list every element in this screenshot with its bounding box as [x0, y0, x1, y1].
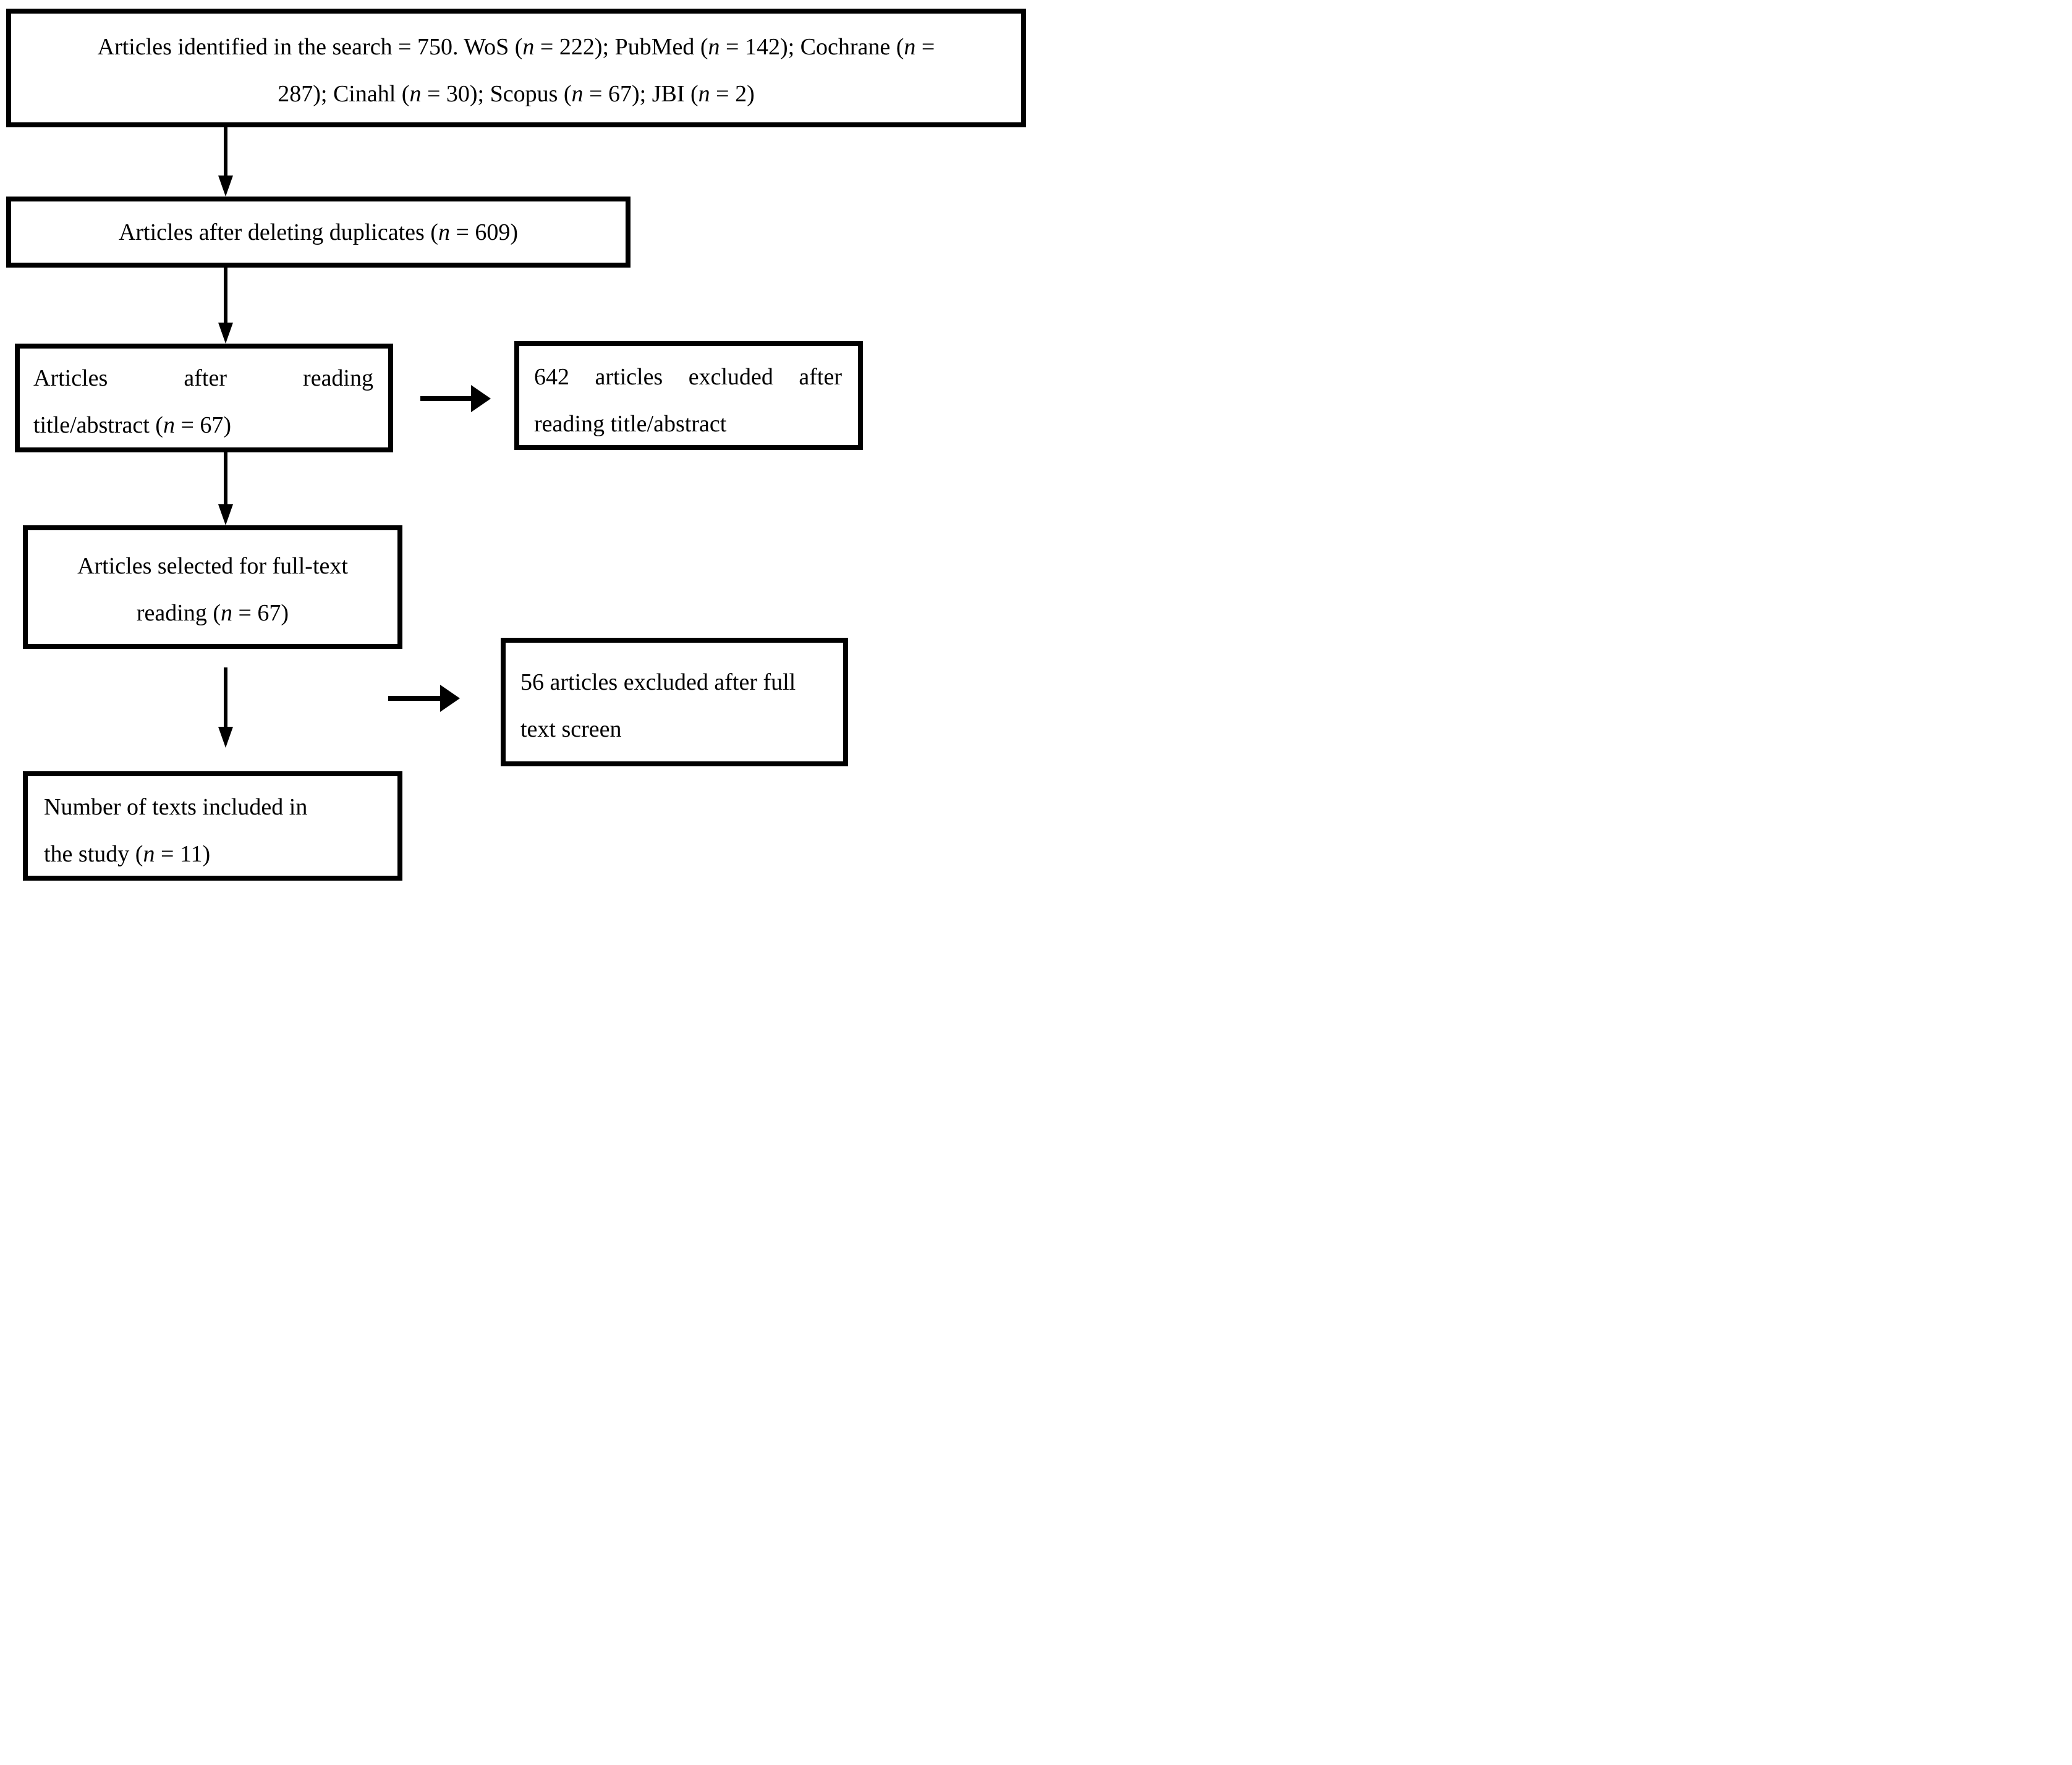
arrow-stem: [224, 452, 227, 504]
box-excluded-full-text: 56 articles excluded after full text scr…: [501, 638, 848, 766]
box-excluded-title-abstract: 642 articles excluded after reading titl…: [514, 341, 863, 450]
arrow-down-icon: [218, 323, 233, 344]
arrow-right-icon: [471, 385, 491, 412]
arrow-down-full-text-to-included: [218, 667, 233, 748]
box-articles-title-abstract: Articles after reading title/abstract (n…: [15, 344, 393, 452]
box-line: text screen: [520, 716, 622, 742]
arrow-stem: [224, 127, 227, 176]
arrow-stem: [224, 667, 227, 727]
box-line: 287); Cinahl (n = 30); Scopus (n = 67); …: [278, 81, 755, 107]
arrow-down-icon: [218, 727, 233, 748]
arrow-down-icon: [218, 504, 233, 525]
prisma-flow-diagram: Articles identified in the search = 750.…: [0, 0, 1036, 882]
arrow-stem: [420, 396, 471, 401]
arrow-down-deduplicated-to-title-abstract: [218, 268, 233, 344]
box-line: reading title/abstract: [534, 411, 727, 437]
arrow-right-to-excluded-full-text: [388, 685, 460, 712]
box-line: Articles after reading: [33, 365, 373, 391]
box-line: 642 articles excluded after: [534, 364, 842, 390]
arrow-down-icon: [218, 176, 233, 197]
box-line: Number of texts included in: [44, 794, 308, 820]
box-line: Articles selected for full-text: [77, 553, 348, 579]
box-line: the study (n = 11): [44, 841, 211, 867]
arrow-down-title-abstract-to-full-text: [218, 452, 233, 525]
box-articles-identified: Articles identified in the search = 750.…: [6, 9, 1026, 127]
arrow-right-to-excluded-title-abstract: [420, 385, 491, 412]
box-line: 56 articles excluded after full: [520, 669, 796, 695]
box-articles-deduplicated: Articles after deleting duplicates (n = …: [6, 197, 631, 268]
arrow-stem: [388, 696, 440, 701]
arrow-stem: [224, 268, 227, 323]
arrow-down-identified-to-deduplicated: [218, 127, 233, 197]
box-articles-full-text: Articles selected for full-text reading …: [23, 525, 402, 649]
box-line: Articles after deleting duplicates (n = …: [118, 219, 519, 245]
box-texts-included: Number of texts included in the study (n…: [23, 771, 402, 881]
arrow-right-icon: [440, 685, 460, 712]
box-line: reading (n = 67): [136, 600, 289, 626]
box-line: Articles identified in the search = 750.…: [97, 34, 935, 60]
box-line: title/abstract (n = 67): [33, 412, 232, 438]
